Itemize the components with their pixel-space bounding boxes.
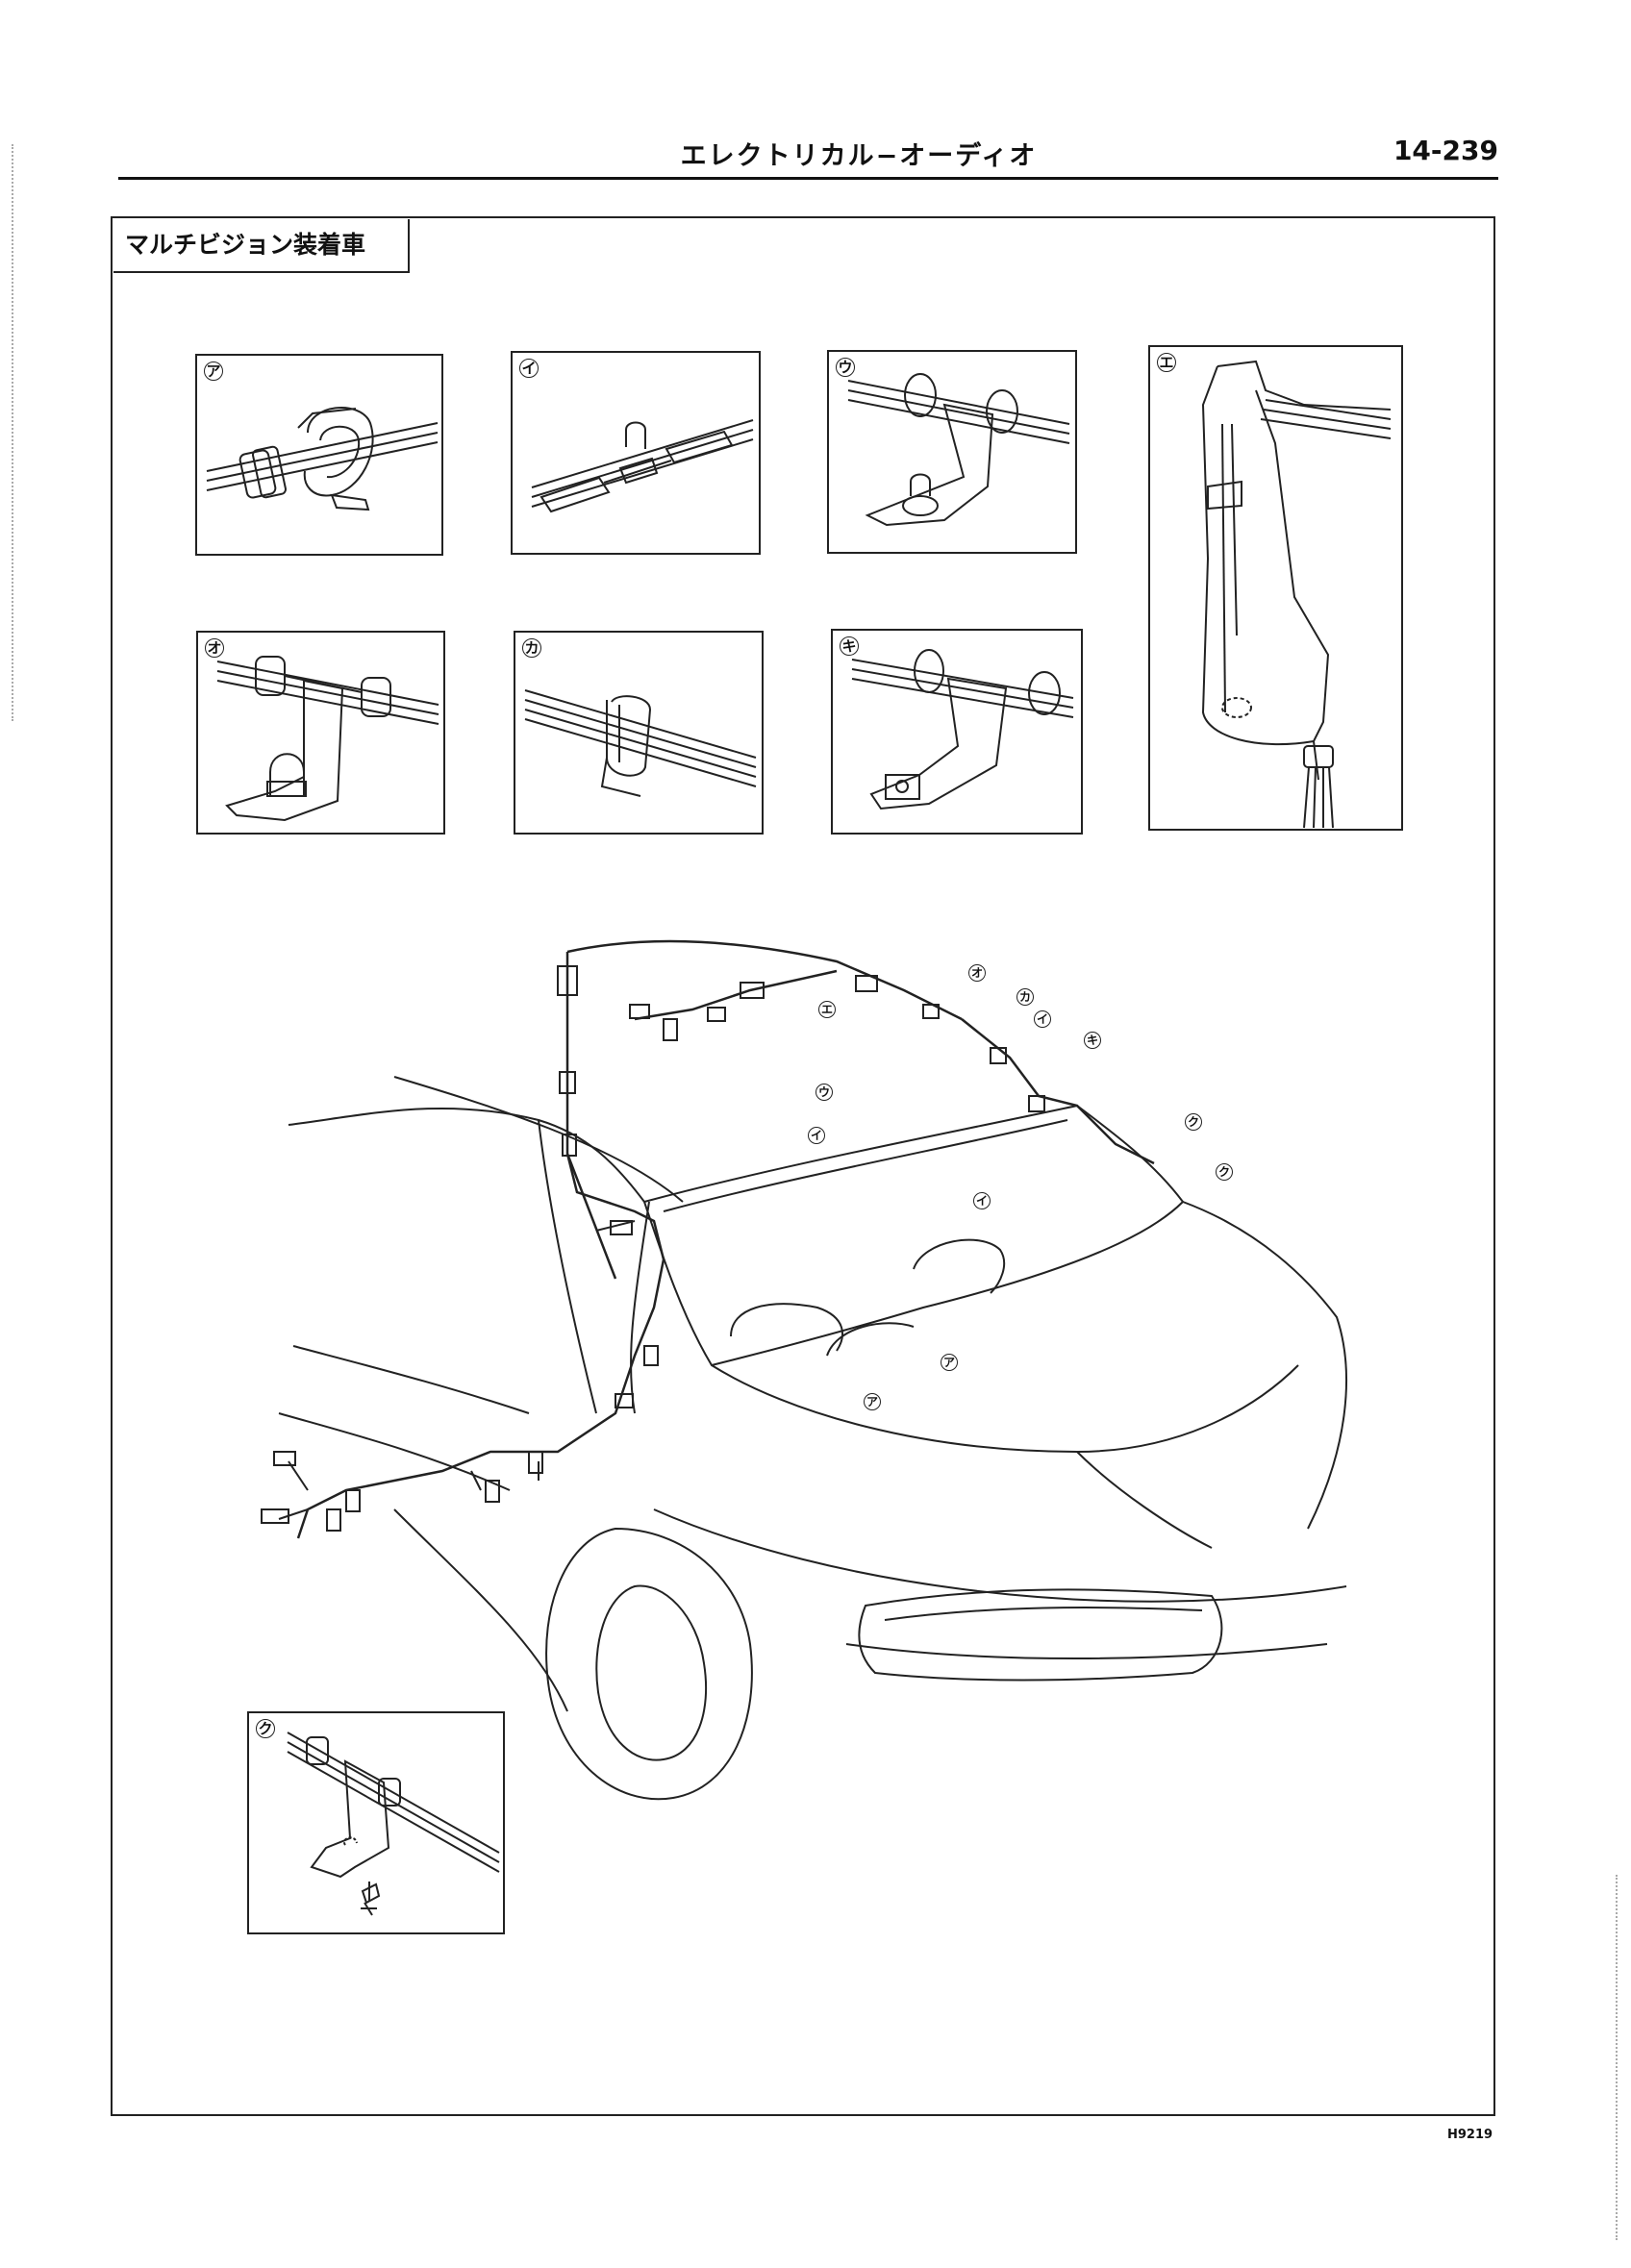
detail-ka-marker: カ xyxy=(522,638,541,658)
detail-u: ウ xyxy=(827,350,1077,554)
detail-ka: カ xyxy=(514,631,764,835)
page-number: 14-239 xyxy=(1393,135,1498,166)
detail-a-marker: ア xyxy=(204,361,223,381)
callout-ka: カ xyxy=(1016,988,1034,1006)
detail-o: オ xyxy=(196,631,445,835)
vehicle-wiring-drawing xyxy=(261,939,1347,1801)
detail-ku: ク xyxy=(247,1711,505,1934)
scan-edge-left xyxy=(12,144,13,721)
callout-o: オ xyxy=(968,964,986,982)
section-title: エレクトリカル−オーディオ xyxy=(680,141,1038,171)
callout-ku-1: ク xyxy=(1185,1113,1202,1131)
detail-i-drawing xyxy=(531,419,754,513)
detail-o-drawing xyxy=(216,656,439,822)
figure-id: H9219 xyxy=(1447,2128,1493,2142)
header-rule xyxy=(118,177,1498,180)
callout-e: エ xyxy=(818,1001,836,1018)
detail-i: イ xyxy=(511,351,761,555)
callout-a-1: ア xyxy=(941,1354,958,1371)
detail-i-marker: イ xyxy=(519,359,539,378)
detail-ku-marker: ク xyxy=(256,1719,275,1738)
callout-ku-2: ク xyxy=(1216,1163,1233,1181)
detail-a: ア xyxy=(195,354,443,556)
detail-ku-drawing xyxy=(287,1732,500,1916)
callout-u: ウ xyxy=(816,1084,833,1101)
detail-e: エ xyxy=(1148,345,1403,831)
callout-ki: キ xyxy=(1084,1032,1101,1049)
detail-ka-drawing xyxy=(524,689,757,797)
detail-o-marker: オ xyxy=(205,638,224,658)
detail-u-drawing xyxy=(847,373,1070,527)
detail-ki-marker: キ xyxy=(840,636,859,656)
detail-e-drawing xyxy=(1201,360,1392,829)
detail-e-marker: エ xyxy=(1157,353,1176,372)
callout-i-low: イ xyxy=(973,1192,991,1209)
detail-ki-drawing xyxy=(851,649,1074,810)
detail-a-drawing xyxy=(206,407,439,511)
scan-edge-right xyxy=(1616,1875,1618,2240)
callout-i-mid: イ xyxy=(808,1127,825,1144)
figure-frame xyxy=(111,216,1495,2116)
detail-u-marker: ウ xyxy=(836,358,855,377)
callout-i-top: イ xyxy=(1034,1010,1051,1028)
detail-ki: キ xyxy=(831,629,1083,835)
figure-label: マルチビジョン装着車 xyxy=(113,219,410,273)
callout-a-2: ア xyxy=(864,1393,881,1410)
page-header: エレクトリカル−オーディオ 14-239 xyxy=(118,129,1498,179)
